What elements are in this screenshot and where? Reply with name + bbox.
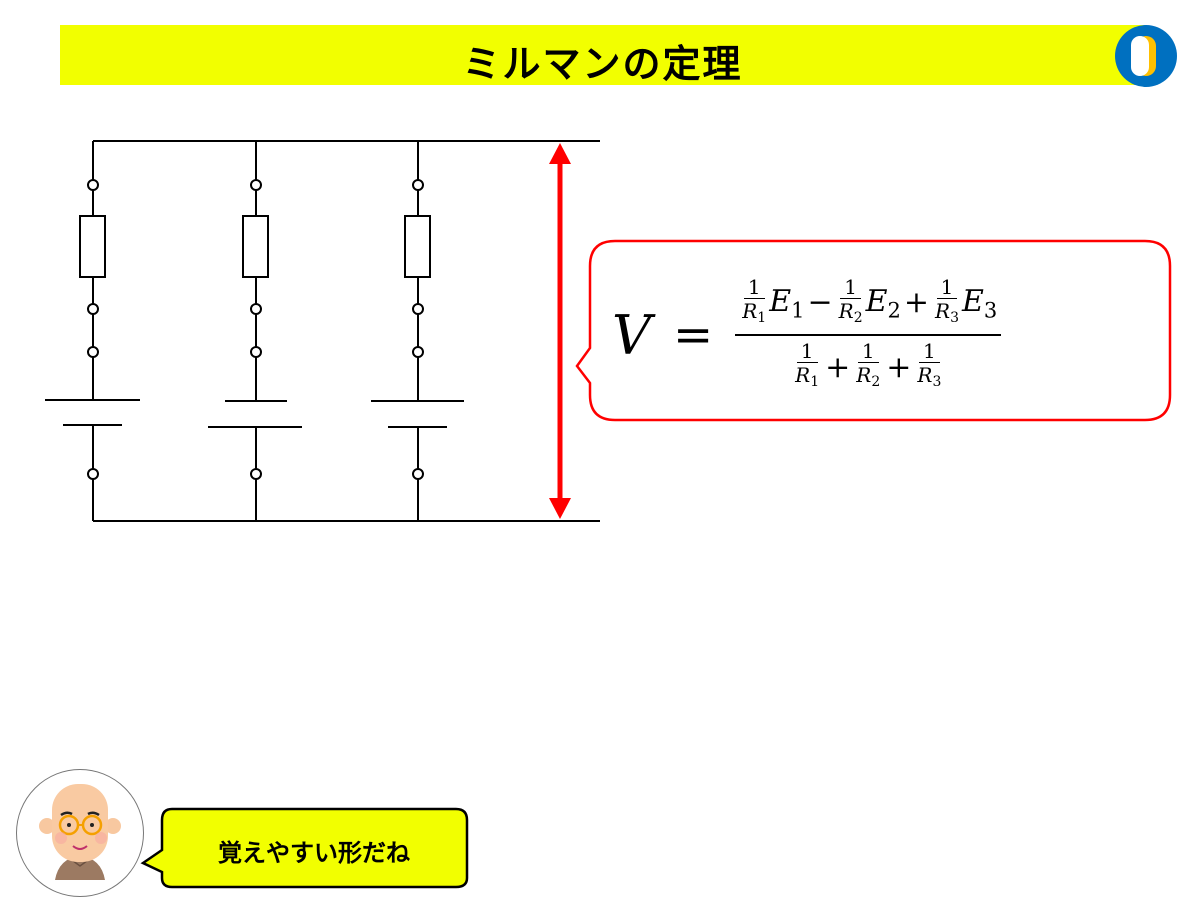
branch-2 [208,141,302,521]
e-symbol: E [769,283,792,319]
sub: 3 [983,298,998,323]
branch-1 [45,141,140,521]
operator: + [825,349,851,385]
operator: − [807,285,833,321]
r-symbol: R [917,363,933,387]
sub: 2 [887,298,901,323]
branch-3 [371,141,464,521]
sub: 3 [950,310,960,326]
logo-icon [1115,25,1177,87]
r-symbol: R [856,363,872,387]
equals-sign: = [673,307,714,363]
formula-lhs: V [612,303,651,367]
speech-text: 覚えやすい形だね [218,839,410,867]
frac-one: 1 [919,340,940,363]
resistor-3 [404,215,431,278]
voltage-arrow [549,143,571,519]
speech-bubble [140,807,469,889]
frac-one: 1 [936,276,958,299]
frac-one: 1 [743,276,765,299]
r-symbol: R [838,298,854,323]
e-symbol: E [962,283,984,319]
title-bar: ミルマンの定理 [60,25,1145,86]
r-symbol: R [795,363,811,387]
sub: 1 [810,374,820,391]
sub: 1 [757,310,767,326]
frac-one: 1 [796,340,818,363]
frac-one: 1 [840,276,861,299]
resistor-2 [242,215,269,278]
formula-callout [575,239,1172,422]
sub: 2 [853,310,863,326]
resistor-1 [79,215,106,278]
sub: 1 [791,298,805,323]
page-title: ミルマンの定理 [462,42,743,86]
sub: 3 [932,374,942,391]
sub: 2 [871,374,881,391]
avatar [16,769,144,897]
r-symbol: R [742,298,758,323]
r-symbol: R [935,298,951,323]
operator: + [886,349,912,385]
e-symbol: E [865,283,888,319]
old-man-icon [39,784,121,880]
frac-one: 1 [857,340,879,363]
operator: + [903,285,930,321]
